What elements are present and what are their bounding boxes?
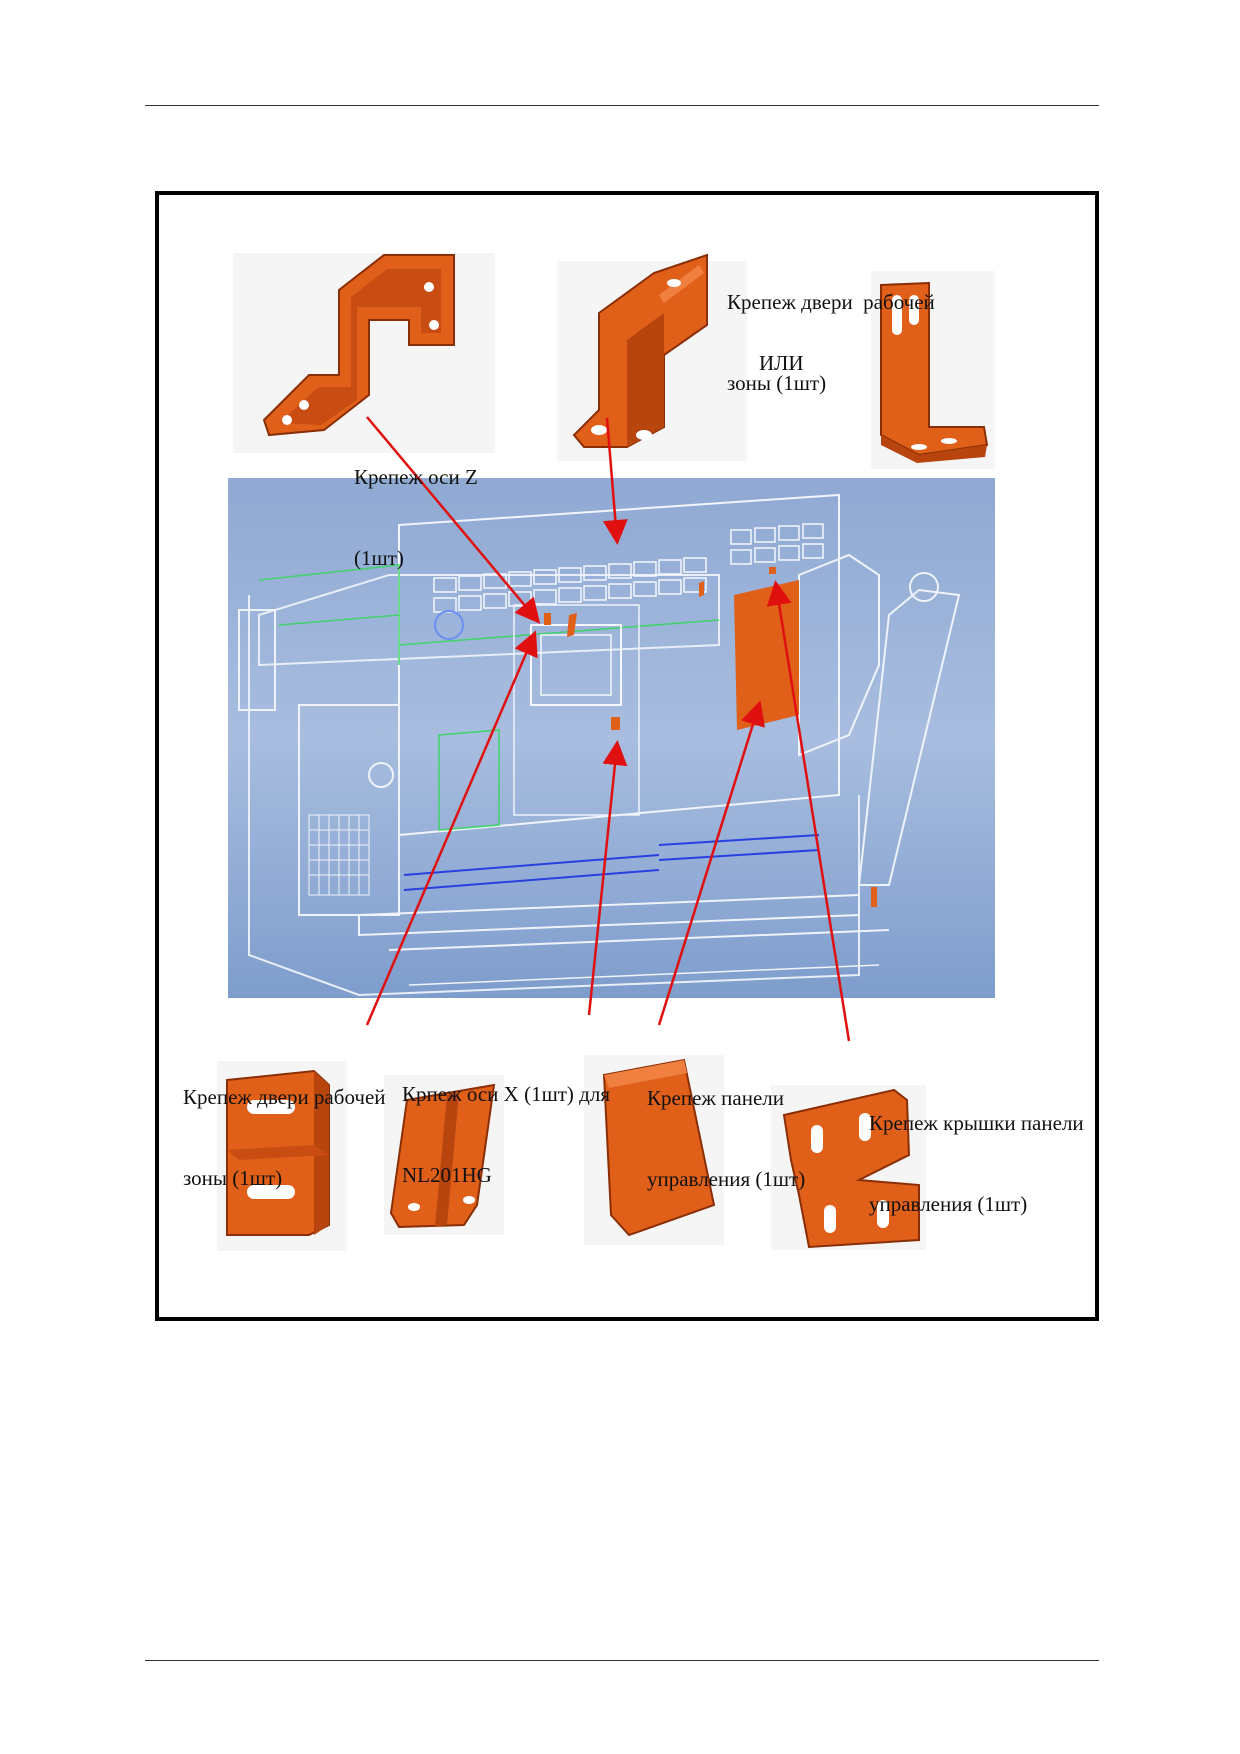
label-control-panel-cover-bracket: Крепеж крышки панели управления (1шт) — [869, 1111, 1084, 1216]
door-bracket-top-image — [557, 253, 747, 461]
arrow-x-axis — [587, 740, 628, 1016]
arrow-door-bottom — [365, 630, 538, 1026]
arrow-control-cover — [766, 580, 851, 1042]
door-bracket-bottom-image — [217, 1061, 347, 1251]
label-z-axis-bracket: Крепеж оси Z (1шт) — [354, 465, 478, 570]
arrow-door-top — [602, 417, 628, 545]
label-control-panel-bracket: Крепеж панели управления (1шт) — [647, 1086, 806, 1191]
label-x-axis-bracket: Крпеж оси X (1шт) для NL201HG — [402, 1082, 610, 1187]
control-panel-cover-bracket-image — [771, 1085, 926, 1250]
x-axis-bracket-image — [384, 1075, 504, 1235]
arrow-control-panel — [657, 700, 765, 1026]
z-axis-bracket-image — [233, 253, 495, 453]
footer-rule — [145, 1660, 1099, 1661]
label-or: ИЛИ — [759, 351, 804, 375]
door-bracket-alt-image — [871, 271, 995, 469]
control-panel-bracket-image — [584, 1055, 724, 1245]
label-door-bracket-top: Крепеж двери рабочей зоны (1шт) — [727, 290, 935, 395]
figure-frame: Крепеж двери рабочей зоны (1шт) ИЛИ Креп… — [155, 191, 1099, 1321]
machine-illustration — [228, 478, 995, 998]
header-rule — [145, 105, 1099, 106]
arrow-z-axis — [366, 416, 541, 624]
assembly-illustration — [217, 253, 995, 1251]
label-door-bracket-bottom: Крепеж двери рабочей зоны (1шт) — [183, 1085, 386, 1190]
